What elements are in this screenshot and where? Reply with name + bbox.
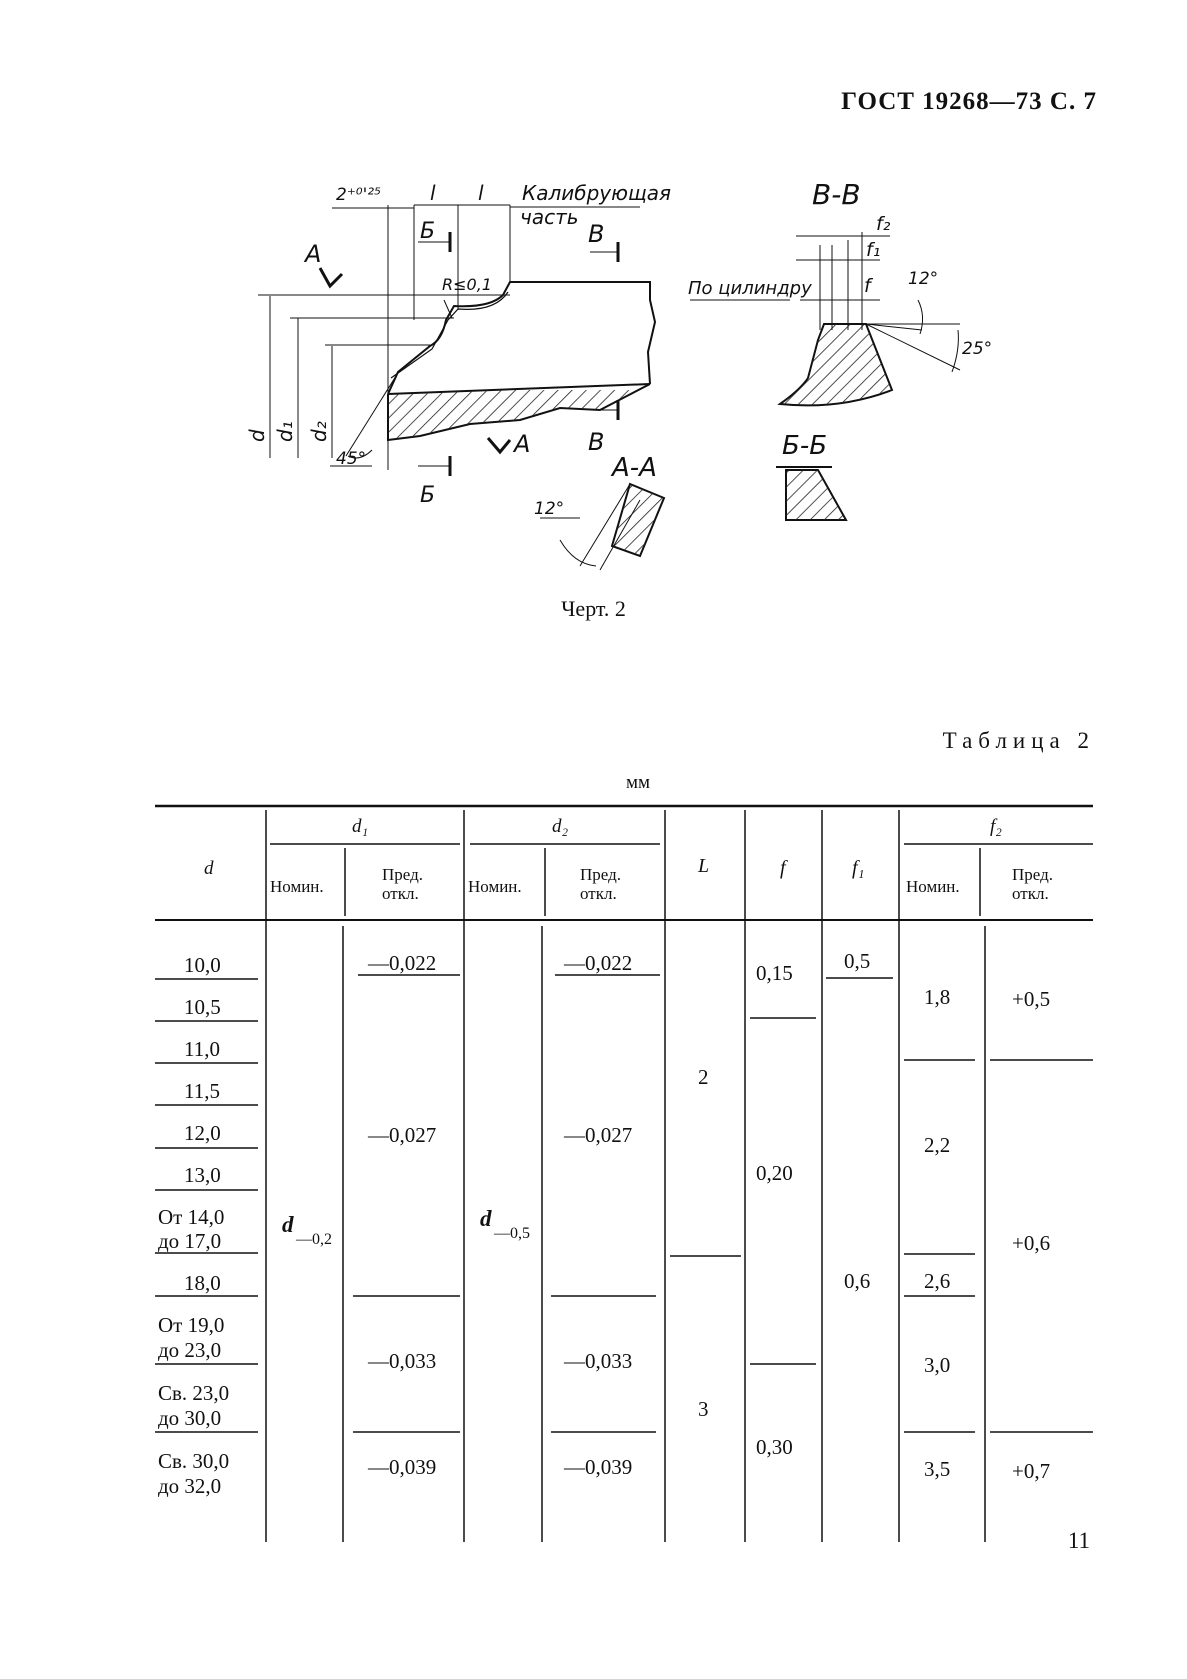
d-row: до 17,0 xyxy=(158,1229,221,1253)
label-section-vv: В-В xyxy=(812,178,861,211)
header-f2-nom: Номин. xyxy=(906,877,960,896)
header-d2-dev2: откл. xyxy=(580,884,617,903)
L-value: 2 xyxy=(698,1065,709,1089)
f-value: 0,20 xyxy=(756,1161,793,1185)
header-d2: d₂ xyxy=(552,816,569,837)
header-f2: f₂ xyxy=(990,816,1002,837)
header-f2-dev1: Пред. xyxy=(1012,865,1053,884)
label-tol: 2⁺⁰'²⁵ xyxy=(336,185,381,205)
d2-dev: —0,039 xyxy=(563,1455,632,1479)
d2-nom-sub: —0,5 xyxy=(493,1225,530,1242)
d2-dev: —0,022 xyxy=(563,951,632,975)
d1-dev: —0,027 xyxy=(367,1123,436,1147)
f2-nom: 3,0 xyxy=(924,1353,950,1377)
label-section-aa: А-А xyxy=(610,453,657,483)
d-row: 18,0 xyxy=(184,1271,221,1295)
table-unit: мм xyxy=(626,772,651,793)
label-calib-1: Калибрующая xyxy=(522,181,671,205)
label-section-bb: Б-Б xyxy=(782,431,827,461)
label-d1: d₁ xyxy=(273,421,297,442)
label-a-bottom: А xyxy=(512,430,530,458)
label-b-bottom: Б xyxy=(420,483,435,508)
header-f2-dev2: откл. xyxy=(1012,884,1049,903)
label-a-top: А xyxy=(303,240,321,268)
header-f: f xyxy=(780,857,788,879)
f1-value: 0,6 xyxy=(844,1269,870,1293)
f2-nom: 1,8 xyxy=(924,985,950,1009)
label-f: f xyxy=(864,275,874,297)
header-f1: f₁ xyxy=(852,857,865,879)
d1-dev: —0,039 xyxy=(367,1455,436,1479)
d2-dev: —0,027 xyxy=(563,1123,632,1147)
d1-nom: d xyxy=(282,1212,294,1237)
label-calib-2: часть xyxy=(520,205,579,229)
f1-value: 0,5 xyxy=(844,949,870,973)
f2-nom: 3,5 xyxy=(924,1457,950,1481)
d-row: 11,5 xyxy=(184,1079,220,1103)
d2-nom: d xyxy=(480,1206,492,1231)
L-value: 3 xyxy=(698,1397,709,1421)
label-f2: f₂ xyxy=(876,213,891,235)
label-cyl: По цилиндру xyxy=(688,278,812,299)
label-d2: d₂ xyxy=(307,421,331,442)
header-d2-nom: Номин. xyxy=(468,877,522,896)
d-row: 11,0 xyxy=(184,1037,220,1061)
label-v-top: В xyxy=(588,220,604,248)
header-d1-nom: Номин. xyxy=(270,877,324,896)
f-value: 0,15 xyxy=(756,961,793,985)
label-d: d xyxy=(245,429,269,442)
label-l2: l xyxy=(478,181,484,205)
header-d1-dev2: откл. xyxy=(382,884,419,903)
d-row: 12,0 xyxy=(184,1121,221,1145)
document-header: ГОСТ 19268—73 С. 7 xyxy=(841,88,1097,115)
d-row: 13,0 xyxy=(184,1163,221,1187)
d-row: до 32,0 xyxy=(158,1474,221,1498)
technical-drawing: 2⁺⁰'²⁵ l l Калибрующая часть Б Б В В А А… xyxy=(245,178,992,571)
f2-dev: +0,5 xyxy=(1012,987,1050,1011)
f2-nom: 2,6 xyxy=(924,1269,950,1293)
f2-dev: +0,7 xyxy=(1012,1459,1050,1483)
label-angle45: 45° xyxy=(336,449,366,469)
f2-dev: +0,6 xyxy=(1012,1231,1050,1255)
header-L: L xyxy=(697,855,709,877)
d-row: 10,5 xyxy=(184,995,221,1019)
header-d1: d₁ xyxy=(352,816,368,837)
d-row: до 30,0 xyxy=(158,1406,221,1430)
f-value: 0,30 xyxy=(756,1435,793,1459)
page-number: 11 xyxy=(1067,1528,1090,1553)
label-angle12b: 12° xyxy=(534,499,564,519)
label-f1: f₁ xyxy=(866,239,880,261)
d2-dev: —0,033 xyxy=(563,1349,632,1373)
d1-nom-sub: —0,2 xyxy=(295,1231,332,1248)
label-v-bottom: В xyxy=(588,428,604,456)
label-angle25: 25° xyxy=(962,339,992,359)
table-title: Таблица 2 xyxy=(942,728,1095,753)
d1-dev: —0,033 xyxy=(367,1349,436,1373)
d-row: От 14,0 xyxy=(158,1205,224,1229)
d-row: 10,0 xyxy=(184,953,221,977)
header-d1-dev1: Пред. xyxy=(382,865,423,884)
label-radius: R≤0,1 xyxy=(442,275,492,294)
label-b-top: Б xyxy=(420,219,435,244)
d-row: От 19,0 xyxy=(158,1313,224,1337)
d-row: Св. 30,0 xyxy=(158,1449,229,1473)
f2-nom: 2,2 xyxy=(924,1133,950,1157)
d1-dev: —0,022 xyxy=(367,951,436,975)
drawing-caption: Черт. 2 xyxy=(561,596,626,621)
d-row: до 23,0 xyxy=(158,1338,221,1362)
d-row: Св. 23,0 xyxy=(158,1381,229,1405)
header-d2-dev1: Пред. xyxy=(580,865,621,884)
header-d: d xyxy=(204,858,214,879)
label-angle12: 12° xyxy=(908,269,938,289)
label-l1: l xyxy=(430,181,436,205)
